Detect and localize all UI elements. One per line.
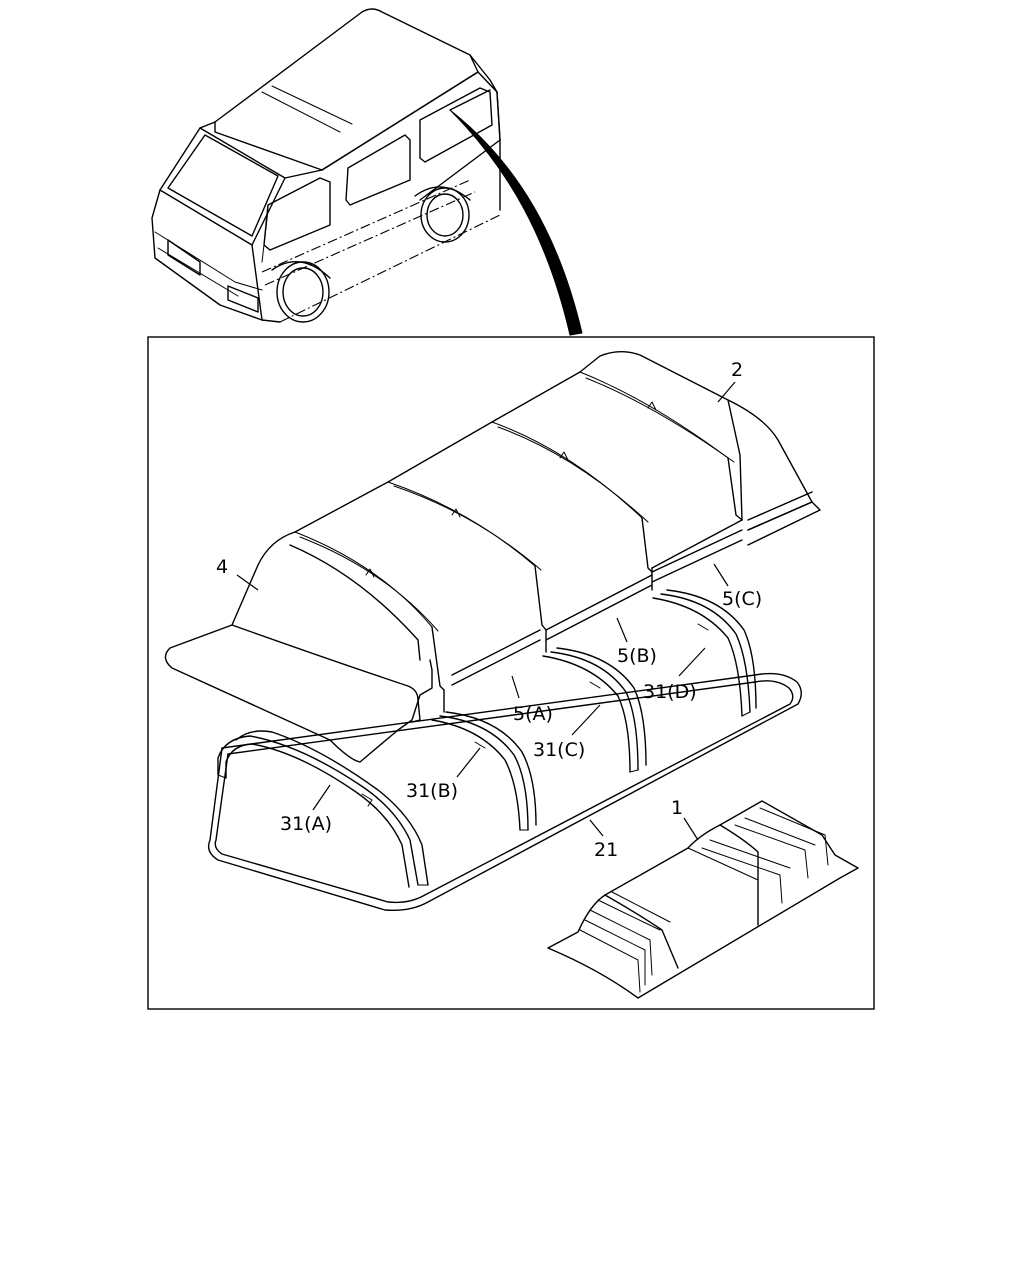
- callout-2: 2: [731, 359, 743, 381]
- callout-31b: 31(B): [406, 780, 458, 802]
- roof-bow-31a: [217, 730, 429, 888]
- callout-5a: 5(A): [513, 703, 553, 725]
- callout-4: 4: [216, 556, 228, 578]
- headlining-assembly: [164, 351, 821, 763]
- detail-frame: [147, 336, 875, 1010]
- van-illustration: [151, 8, 501, 323]
- detail-pointer: [449, 109, 583, 336]
- callout-1: 1: [671, 797, 683, 819]
- roof-bow-31c: [542, 647, 647, 773]
- callout-31c: 31(C): [533, 739, 585, 761]
- insulator-part-1: [547, 800, 859, 999]
- callout-31a: 31(A): [280, 813, 332, 835]
- roof-bow-31d: [652, 589, 757, 717]
- callout-leaders: [236, 381, 736, 841]
- callout-21: 21: [594, 839, 618, 861]
- roof-frame-part-21: [207, 672, 802, 912]
- callout-5c: 5(C): [722, 588, 762, 610]
- callout-31d: 31(D): [643, 681, 697, 703]
- callout-5b: 5(B): [617, 645, 657, 667]
- roof-bow-31b: [431, 711, 537, 831]
